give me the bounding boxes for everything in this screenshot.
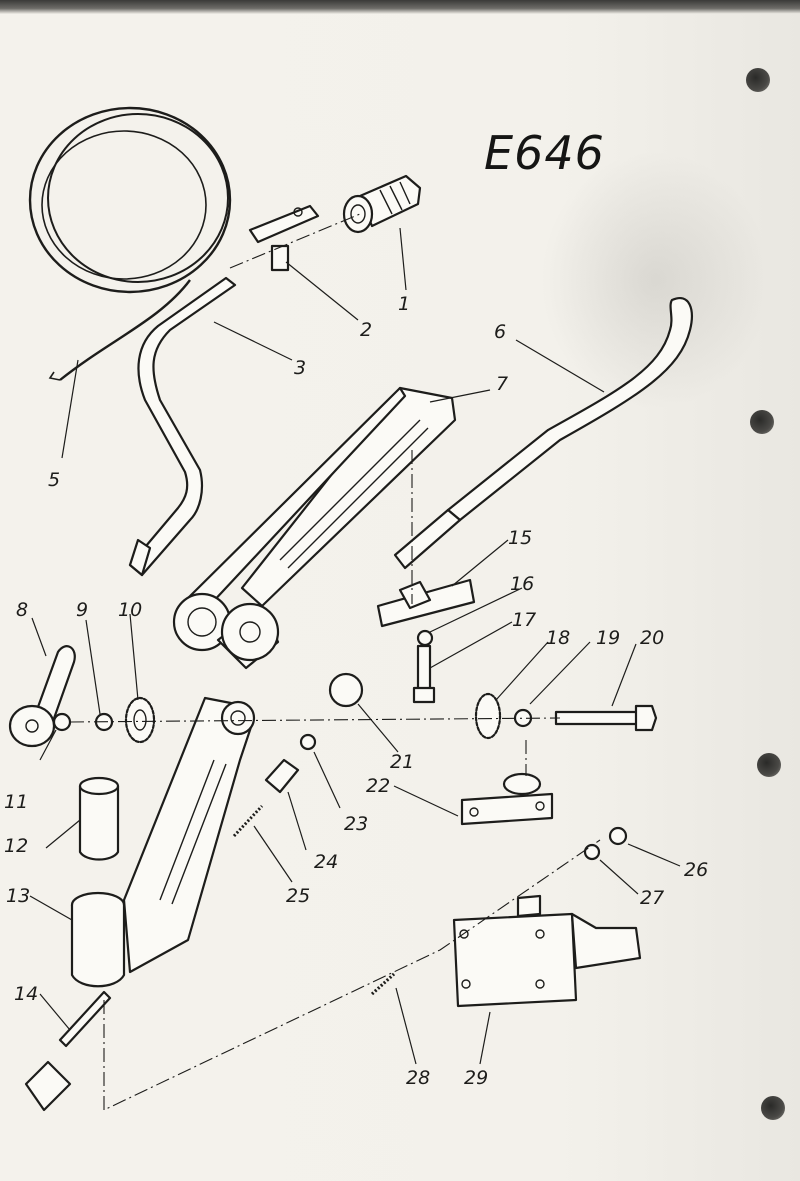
lever-arm [172, 386, 457, 670]
callout-1: 1 [398, 293, 410, 315]
callout-21: 21 [390, 751, 414, 773]
nut-26 [608, 826, 628, 846]
callout-19: 19 [596, 627, 620, 649]
callout-23: 23 [344, 813, 368, 835]
page-top-edge [0, 0, 800, 14]
center-lines [69, 213, 601, 1111]
punch-hole-2 [750, 410, 774, 434]
main-housing [70, 696, 256, 988]
callout-6: 6 [494, 321, 506, 343]
callout-29: 29 [464, 1067, 488, 1089]
callout-20: 20 [640, 627, 664, 649]
callout-10: 10 [118, 599, 142, 621]
bolt-20 [554, 704, 658, 732]
callout-16: 16 [510, 573, 534, 595]
knob-21 [328, 672, 364, 708]
punch-hole-1 [746, 68, 770, 92]
bush-12 [78, 776, 120, 861]
throttle-cable [28, 106, 232, 381]
callout-13: 13 [6, 885, 30, 907]
shaft-14 [24, 990, 112, 1112]
sleeve-24 [264, 758, 300, 794]
mounting-block-29 [452, 894, 642, 1008]
callout-17: 17 [512, 609, 536, 631]
gear-10 [124, 696, 156, 744]
callout-22: 22 [366, 775, 390, 797]
callout-5: 5 [48, 469, 60, 491]
callout-8: 8 [16, 599, 28, 621]
lever-handle [8, 645, 76, 748]
handle-bar [128, 276, 237, 577]
callout-11: 11 [4, 791, 28, 813]
callout-7: 7 [496, 373, 508, 395]
drawing-code-title: E646 [484, 126, 605, 180]
callout-25: 25 [286, 885, 310, 907]
washer-27 [583, 843, 601, 861]
callout-28: 28 [406, 1067, 430, 1089]
callout-labels: 1 2 3 5 6 7 8 9 10 11 12 13 14 15 16 17 … [4, 293, 708, 1089]
screw-17 [412, 629, 436, 704]
spring-28 [370, 972, 396, 996]
handle-bar-right [393, 297, 693, 570]
bracket-22 [460, 772, 554, 826]
spring-25 [232, 804, 264, 838]
washer-11 [52, 712, 72, 732]
leader-lines [29, 227, 681, 1065]
throttle-lever-assembly [248, 204, 320, 272]
callout-3: 3 [294, 357, 306, 379]
callout-27: 27 [640, 887, 664, 909]
callout-9: 9 [76, 599, 88, 621]
callout-15: 15 [508, 527, 532, 549]
saddle-clamp [376, 578, 476, 628]
callout-2: 2 [360, 319, 372, 341]
punch-hole-3 [757, 753, 781, 777]
callout-24: 24 [314, 851, 338, 873]
callout-26: 26 [684, 859, 708, 881]
twist-grip [342, 174, 422, 234]
washer-23 [299, 733, 317, 751]
gear-18 [474, 692, 502, 740]
callout-18: 18 [546, 627, 570, 649]
callout-12: 12 [4, 835, 28, 857]
callout-14: 14 [14, 983, 38, 1005]
punch-hole-4 [761, 1096, 785, 1120]
